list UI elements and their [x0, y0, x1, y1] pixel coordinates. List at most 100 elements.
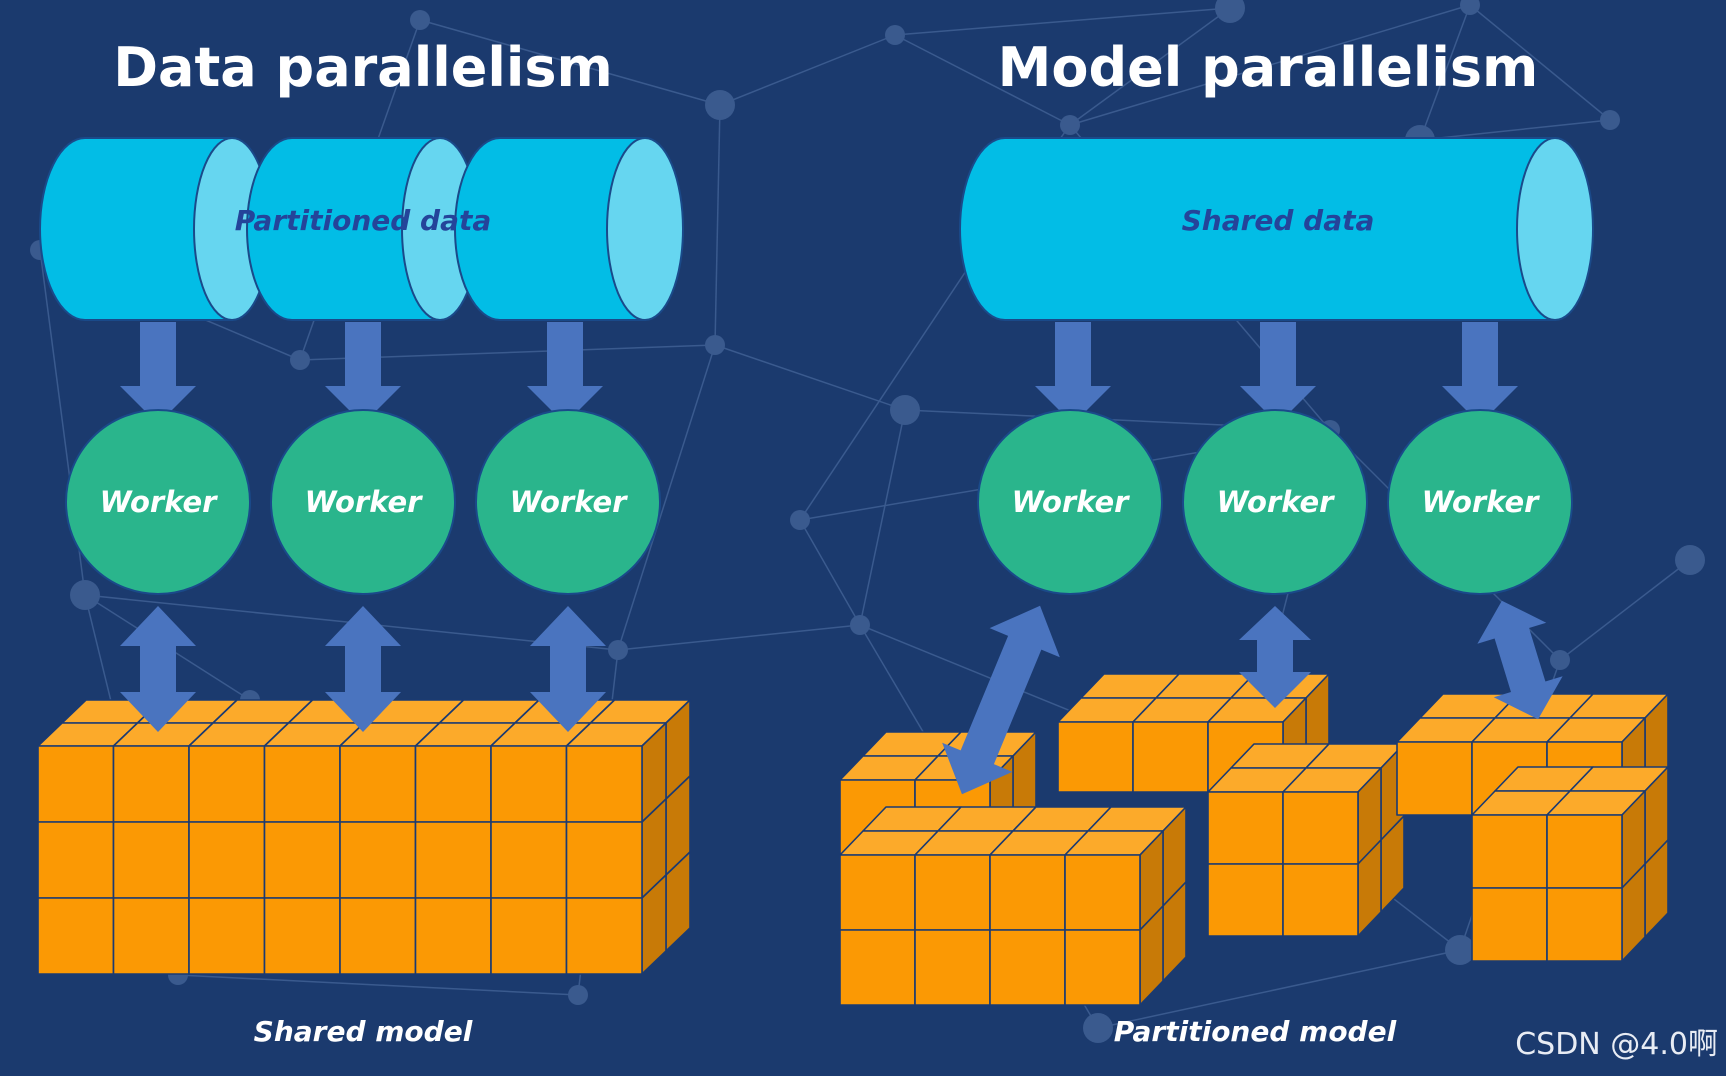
bidirectional-arrow: [942, 605, 1060, 795]
network-edge: [1069, 4, 1471, 126]
cube-front-face: [914, 929, 991, 1006]
cube-front-face: [1282, 863, 1359, 937]
worker-label: Worker: [510, 485, 629, 519]
csdn-watermark: CSDN @4.0啊: [1515, 1027, 1718, 1062]
cube-front-face: [414, 897, 492, 975]
worker-node: Worker: [1182, 409, 1368, 595]
cube-front-face: [839, 854, 916, 931]
network-node: [1460, 0, 1480, 15]
network-node: [885, 25, 905, 45]
partitioned-data-cylinders: Partitioned data: [39, 137, 684, 321]
network-edge: [419, 19, 721, 106]
bidirectional-arrow: [1477, 600, 1563, 720]
network-edge: [799, 519, 861, 626]
cube-front-face: [1471, 887, 1548, 962]
model-parallelism-panel: Model parallelism Shared data Worker Wor…: [839, 36, 1669, 1048]
cube-front-face: [1546, 814, 1623, 889]
network-node: [290, 350, 310, 370]
cube-front-face: [112, 897, 190, 975]
cube-front-face: [1471, 814, 1548, 889]
bidirectional-arrow: [325, 606, 401, 732]
worker-label: Worker: [305, 485, 424, 519]
worker-node: Worker: [1387, 409, 1573, 595]
shared-model-blocks: [37, 699, 691, 975]
cube-front-face: [1064, 854, 1141, 931]
cube-front-face: [1282, 791, 1359, 865]
worker-label: Worker: [1012, 485, 1131, 519]
cube-front-face: [112, 745, 190, 823]
cube-front-face: [989, 929, 1066, 1006]
network-edge: [1069, 7, 1231, 126]
network-node: [850, 615, 870, 635]
network-edge: [719, 34, 896, 106]
down-arrow: [1035, 322, 1111, 424]
cube-front-face: [112, 821, 190, 899]
cube-front-face: [339, 897, 417, 975]
network-edge: [1419, 4, 1471, 141]
network-node: [1215, 0, 1245, 23]
cube-front-face: [1057, 721, 1134, 793]
network-node: [568, 985, 588, 1005]
down-arrow: [325, 322, 401, 424]
network-edge: [617, 624, 861, 651]
cube-front-face: [339, 745, 417, 823]
right-workers: Worker Worker Worker: [977, 409, 1573, 595]
data-parallelism-title: Data parallelism: [113, 36, 613, 99]
cube-front-face: [37, 745, 115, 823]
cube-front-face: [263, 897, 341, 975]
right-data-arrows: [1035, 322, 1518, 424]
network-node: [1675, 545, 1705, 575]
down-arrow: [120, 322, 196, 424]
network-edge: [1559, 559, 1691, 661]
shared-model-label: Shared model: [254, 1015, 473, 1048]
cube-front-face: [1396, 741, 1473, 816]
cube-front-face: [490, 897, 568, 975]
cube-front-face: [339, 821, 417, 899]
worker-label: Worker: [100, 485, 219, 519]
network-node: [705, 335, 725, 355]
left-workers: Worker Worker Worker: [65, 409, 661, 595]
left-data-arrows: [120, 322, 603, 424]
cube-block: [1207, 743, 1405, 937]
bidirectional-arrow: [530, 606, 606, 732]
left-model-arrows: [120, 606, 606, 732]
cube-front-face: [263, 821, 341, 899]
cube-front-face: [565, 821, 643, 899]
model-parallelism-title: Model parallelism: [998, 36, 1539, 99]
cube-front-face: [37, 821, 115, 899]
network-node: [70, 580, 100, 610]
network-node: [705, 90, 735, 120]
network-node: [1600, 110, 1620, 130]
right-model-arrows: [942, 600, 1563, 795]
worker-label: Worker: [1217, 485, 1336, 519]
data-partition-2: [246, 137, 479, 321]
cube-front-face: [1132, 721, 1209, 793]
data-partition-1: [39, 137, 271, 321]
cube-front-face: [1546, 887, 1623, 962]
network-edge: [714, 104, 721, 346]
cube-front-face: [414, 821, 492, 899]
cube-front-face: [37, 897, 115, 975]
down-arrow: [1240, 322, 1316, 424]
network-node: [1445, 935, 1475, 965]
cube-front-face: [188, 821, 266, 899]
network-edge: [859, 409, 906, 626]
network-edge: [894, 34, 1071, 126]
cube-block: [37, 699, 691, 975]
network-edge: [617, 344, 716, 651]
cube-front-face: [490, 821, 568, 899]
cube-front-face: [414, 745, 492, 823]
partitioned-model-label: Partitioned model: [1114, 1015, 1397, 1048]
cube-front-face: [1207, 863, 1284, 937]
cube-front-face: [1207, 791, 1284, 865]
down-arrow: [527, 322, 603, 424]
network-edge: [1097, 949, 1461, 1029]
data-partition-3: [454, 137, 684, 321]
cube-front-face: [188, 897, 266, 975]
cube-block: [989, 806, 1187, 1006]
network-node: [890, 395, 920, 425]
data-parallelism-panel: Data parallelism Partitioned data: [37, 36, 691, 1048]
cube-front-face: [490, 745, 568, 823]
